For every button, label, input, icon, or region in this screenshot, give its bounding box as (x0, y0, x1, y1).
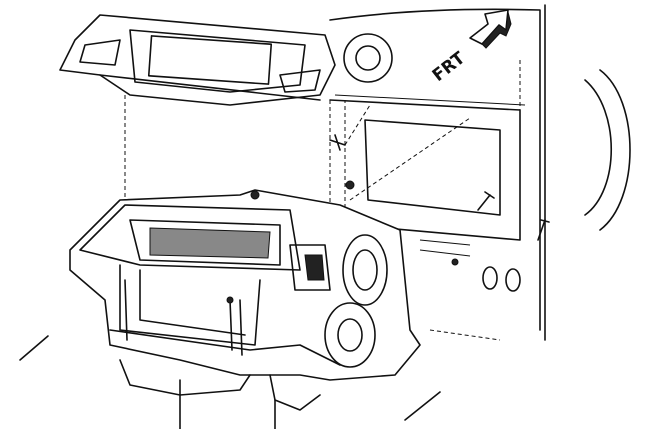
front-label: FRT (429, 48, 470, 86)
heater-case (69, 180, 421, 411)
front-indicator: FRT (429, 9, 512, 86)
fasteners (19, 134, 550, 429)
seal-gasket (59, 14, 336, 106)
screw-icon (477, 191, 495, 211)
screw-icon (537, 219, 550, 241)
body-panel (329, 4, 631, 341)
screw-icon (329, 134, 346, 151)
